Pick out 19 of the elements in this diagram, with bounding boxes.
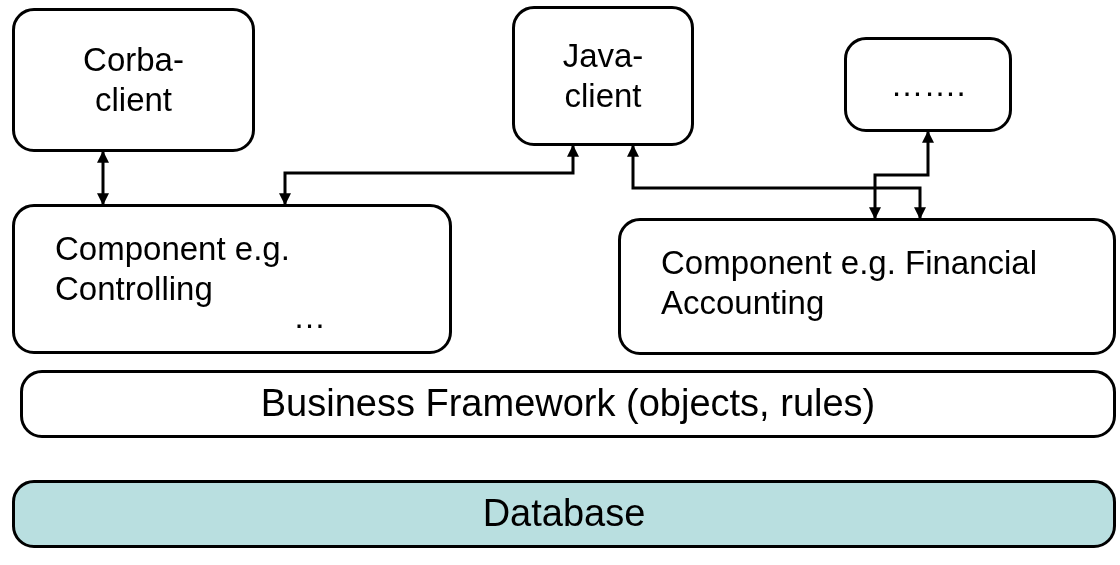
node-label: Database [482,491,646,537]
node-label: Component e.g. Financial Accounting [661,243,1039,323]
client-box [512,6,694,146]
client-box [12,8,255,152]
client-box [844,37,1012,132]
connector-arrow [279,144,579,206]
ellipsis-text: … [293,297,326,337]
layer-band [12,480,1116,548]
connector-arrow [97,150,109,206]
node-label: Business Framework (objects, rules) [260,381,876,427]
node-label: Corba-client [82,40,185,120]
node-label: Component e.g. Controlling [55,229,291,309]
node-label: ……. [889,64,967,105]
layer-band [20,370,1116,438]
connector-arrow [627,144,926,220]
node-label: Java-client [561,36,645,116]
connector-arrow [869,130,934,220]
component-box [618,218,1116,355]
component-box [12,204,452,354]
